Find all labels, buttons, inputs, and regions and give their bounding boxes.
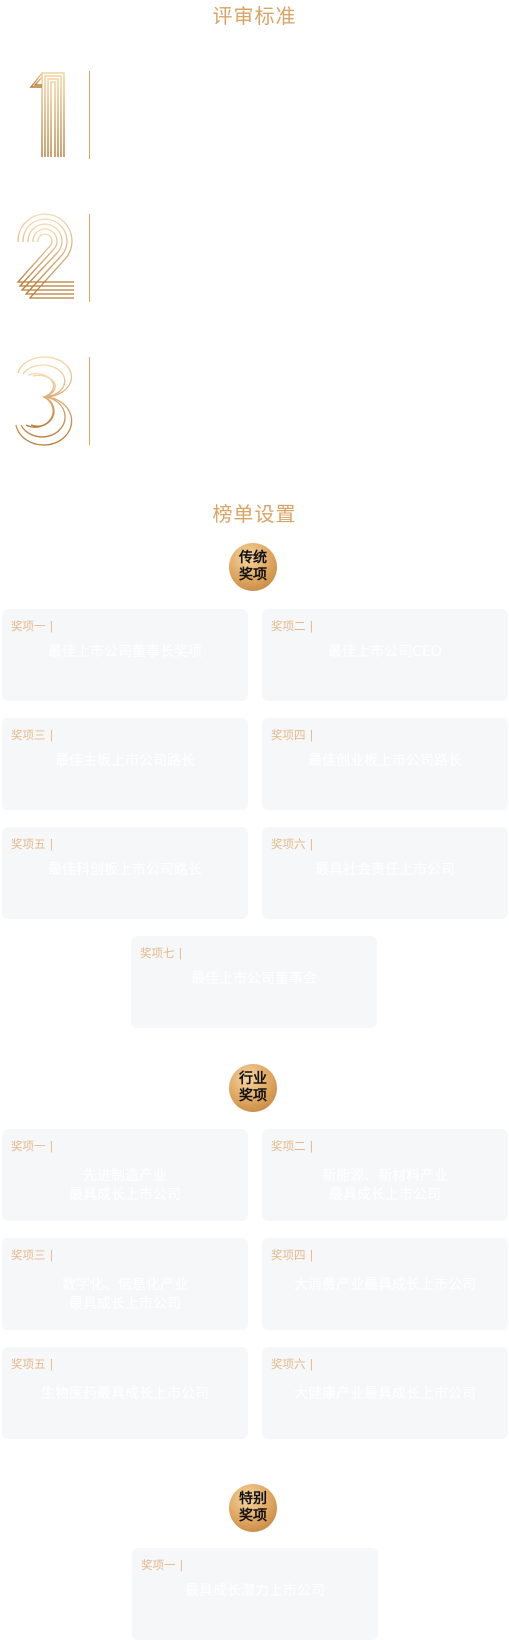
- award-card: 奖项一| 先进制造产业 最具成长上市公司: [2, 1129, 248, 1221]
- award-label: 奖项四|: [271, 728, 314, 742]
- divider-line: [89, 357, 90, 445]
- criterion-2: [14, 212, 94, 304]
- badge-line: 特别: [239, 1491, 267, 1507]
- criterion-1: [14, 69, 94, 161]
- award-label: 奖项一|: [141, 1558, 184, 1572]
- numeral-1-icon: [29, 72, 65, 157]
- award-label: 奖项五|: [11, 1357, 54, 1371]
- divider-line: [89, 214, 90, 302]
- award-label: 奖项三|: [11, 1248, 54, 1262]
- badge-line: 奖项: [239, 567, 267, 583]
- award-text: 最佳科创板上市公司路长: [48, 862, 202, 878]
- award-text: 大消费产业最具成长上市公司: [294, 1277, 476, 1293]
- award-card: 奖项五| 生物医药最具成长上市公司: [2, 1347, 248, 1439]
- badge-line: 奖项: [239, 1088, 267, 1104]
- award-card: 奖项五| 最佳科创板上市公司路长: [2, 827, 248, 919]
- badge-line: 传统: [239, 550, 267, 566]
- award-card: 奖项一| 最佳上市公司董事长奖项: [2, 609, 248, 701]
- award-label: 奖项六|: [271, 837, 314, 851]
- criteria-title: 评审标准: [212, 4, 297, 28]
- award-text: 最佳上市公司CEO: [328, 644, 442, 660]
- criterion-3: [14, 355, 94, 447]
- award-label: 奖项二|: [271, 1139, 314, 1153]
- award-card: 奖项七| 最佳上市公司董事会: [131, 936, 377, 1028]
- badge-traditional: 传统 奖项: [229, 543, 277, 591]
- award-label: 奖项七|: [140, 946, 183, 960]
- award-label: 奖项四|: [271, 1248, 314, 1262]
- award-text: 最佳创业板上市公司路长: [308, 753, 462, 769]
- award-card: 奖项六| 大健康产业最具成长上市公司: [262, 1347, 508, 1439]
- award-text: 数字化、信息化产业 最具成长上市公司: [62, 1277, 188, 1312]
- award-label: 奖项一|: [11, 619, 54, 633]
- divider-line: [89, 71, 90, 159]
- award-card: 奖项四| 最佳创业板上市公司路长: [262, 718, 508, 810]
- award-card: 奖项三| 最佳主板上市公司路长: [2, 718, 248, 810]
- numeral-2-icon: [16, 213, 74, 299]
- badge-special: 特别 奖项: [229, 1484, 277, 1532]
- award-label: 奖项六|: [271, 1357, 314, 1371]
- award-text: 最佳上市公司董事会: [191, 971, 317, 987]
- award-label: 奖项一|: [11, 1139, 54, 1153]
- badge-industry: 行业 奖项: [229, 1064, 277, 1112]
- award-card: 奖项一| 最具成长潜力上市公司: [132, 1548, 378, 1640]
- award-text: 先进制造产业 最具成长上市公司: [69, 1168, 181, 1203]
- award-label: 奖项二|: [271, 619, 314, 633]
- badge-line: 行业: [239, 1071, 267, 1087]
- award-card: 奖项六| 最具社会责任上市公司: [262, 827, 508, 919]
- award-text: 生物医药最具成长上市公司: [41, 1386, 209, 1402]
- award-text: 最具成长潜力上市公司: [185, 1583, 325, 1599]
- badge-line: 奖项: [239, 1508, 267, 1524]
- award-text: 最佳主板上市公司路长: [55, 753, 195, 769]
- award-label: 奖项三|: [11, 728, 54, 742]
- award-text: 大健康产业最具成长上市公司: [294, 1386, 476, 1402]
- award-card: 奖项二| 新能源、新材料产业 最具成长上市公司: [262, 1129, 508, 1221]
- numeral-3-icon: [15, 356, 73, 446]
- awards-title: 榜单设置: [212, 502, 297, 526]
- award-card: 奖项二| 最佳上市公司CEO: [262, 609, 508, 701]
- award-text: 最佳上市公司董事长奖项: [48, 644, 202, 660]
- award-card: 奖项三| 数字化、信息化产业 最具成长上市公司: [2, 1238, 248, 1330]
- award-text: 新能源、新材料产业 最具成长上市公司: [322, 1168, 448, 1203]
- award-text: 最具社会责任上市公司: [315, 862, 455, 878]
- award-card: 奖项四| 大消费产业最具成长上市公司: [262, 1238, 508, 1330]
- award-label: 奖项五|: [11, 837, 54, 851]
